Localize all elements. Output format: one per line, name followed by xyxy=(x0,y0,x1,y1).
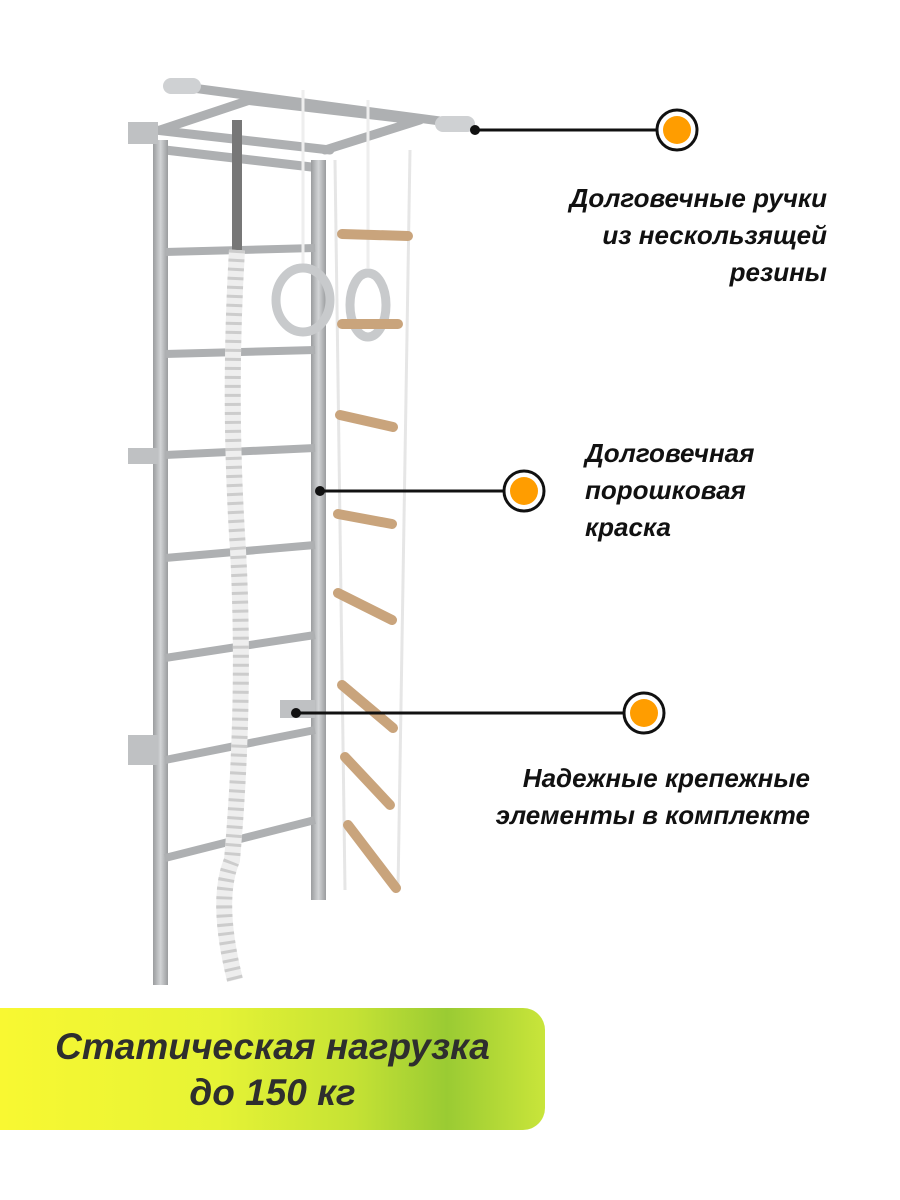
banner-line-2: до 150 кг xyxy=(189,1072,356,1113)
orange-dot-icon xyxy=(502,108,699,735)
callout-line: краска xyxy=(585,512,671,542)
callout-line: Долговечная xyxy=(585,438,755,468)
banner-line-1: Статическая нагрузка xyxy=(55,1026,490,1067)
gymnastic-rings xyxy=(271,90,391,342)
callout-lines xyxy=(296,128,657,715)
callout-anchor-dots xyxy=(291,125,480,718)
handle-left xyxy=(163,78,201,94)
wall-bars-illustration xyxy=(128,78,699,985)
climbing-rope xyxy=(216,120,249,982)
callout-line: элементы в комплекте xyxy=(495,800,810,830)
callout-line: Надежные крепежные xyxy=(522,763,810,793)
wall-brackets xyxy=(128,122,315,765)
callout-line: порошковая xyxy=(585,475,746,505)
callout-paint: Долговечная порошковая краска xyxy=(585,435,754,546)
callout-line: Долговечные ручки xyxy=(569,183,827,213)
callout-fasteners: Надежные крепежные элементы в комплекте xyxy=(496,760,810,834)
callout-handles: Долговечные ручки из нескользящей резины xyxy=(570,180,827,291)
load-banner: Статическая нагрузка до 150 кг xyxy=(0,1008,545,1130)
rope-ladder xyxy=(333,149,413,893)
handle-right xyxy=(435,116,475,132)
callout-line: резины xyxy=(729,257,827,287)
callout-line: из нескользящей xyxy=(602,220,827,250)
top-frame xyxy=(150,80,475,173)
